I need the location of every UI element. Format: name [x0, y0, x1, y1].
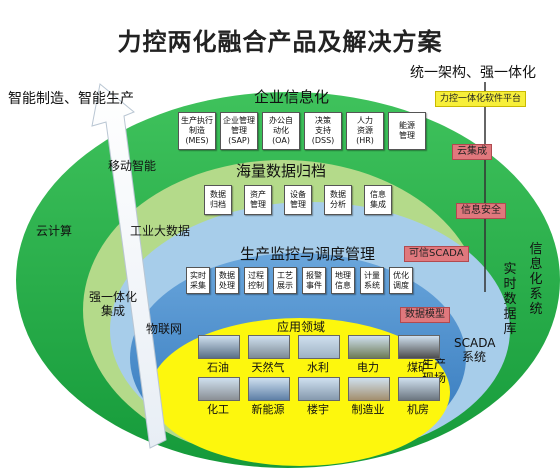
integration-label: 强一体化集成 — [88, 290, 137, 318]
platform-tag: 力控一体化软件平台 — [435, 91, 527, 107]
info-system-label: 信息化系统 — [529, 242, 543, 317]
application-label-4: 煤矿 — [407, 361, 429, 374]
monitor-box-4: 报警 事件 — [302, 267, 326, 294]
up-arrow-icon — [91, 83, 167, 449]
data-box-0: 数据 归档 — [204, 185, 232, 215]
enterprise-box-2: 办公自 动化 (OA) — [262, 112, 300, 150]
monitor-box-1: 数据 处理 — [215, 267, 239, 294]
monitor-layer-header: 生产监控与调度管理 — [240, 245, 376, 263]
iot-label: 物联网 — [146, 322, 183, 336]
application-label-1: 天然气 — [251, 361, 285, 374]
scada-label: SCADA系统 — [454, 336, 496, 364]
application-photo-5 — [198, 377, 240, 401]
application-photo-8 — [348, 377, 390, 401]
monitor-box-0: 实时 采集 — [186, 267, 210, 294]
data-box-1: 资产 管理 — [244, 185, 272, 215]
application-photo-2 — [298, 335, 340, 359]
application-label-6: 新能源 — [251, 403, 285, 416]
monitor-box-5: 地理 信息 — [331, 267, 355, 294]
slogan: 统一架构、强一体化 — [410, 65, 536, 81]
application-label-9: 机房 — [407, 403, 429, 416]
application-label-0: 石油 — [207, 361, 229, 374]
tag-data-model: 数据模型 — [400, 307, 450, 323]
tag-info-security: 信息安全 — [456, 203, 506, 219]
data-box-3: 数据 分析 — [324, 185, 352, 215]
data-layer-header: 海量数据归档 — [236, 162, 327, 180]
cloud-label: 云计算 — [36, 224, 73, 238]
application-photo-1 — [248, 335, 290, 359]
tag-trusted-scada: 可信SCADA — [404, 246, 469, 262]
application-photo-7 — [298, 377, 340, 401]
page-title: 力控两化融合产品及解决方案 — [117, 28, 443, 56]
application-photo-4 — [398, 335, 440, 359]
application-label-5: 化工 — [207, 403, 229, 416]
enterprise-box-1: 企业管理 管理 (SAP) — [220, 112, 258, 150]
application-photo-9 — [398, 377, 440, 401]
enterprise-box-0: 生产执行 制造 (MES) — [178, 112, 216, 150]
monitor-box-2: 过程 控制 — [244, 267, 268, 294]
monitor-box-3: 工艺 展示 — [273, 267, 297, 294]
application-label-7: 楼宇 — [307, 403, 329, 416]
enterprise-box-4: 人力 资源 (HR) — [346, 112, 384, 150]
tag-cloud-integration: 云集成 — [452, 144, 492, 160]
enterprise-box-3: 决策 支持 (DSS) — [304, 112, 342, 150]
enterprise-box-5: 能源 管理 — [388, 112, 426, 150]
application-label-3: 电力 — [357, 361, 379, 374]
data-box-2: 设备 管理 — [284, 185, 312, 215]
realtime-db-label: 实时数据库 — [503, 262, 517, 337]
application-photo-6 — [248, 377, 290, 401]
application-label-2: 水利 — [307, 361, 329, 374]
data-box-4: 信息 集成 — [364, 185, 392, 215]
mobile-label: 移动智能 — [108, 159, 157, 173]
application-photo-0 — [198, 335, 240, 359]
application-photo-3 — [348, 335, 390, 359]
monitor-box-7: 优化 调度 — [389, 267, 413, 294]
bigdata-label: 工业大数据 — [130, 224, 191, 238]
monitor-box-6: 计量 系统 — [360, 267, 384, 294]
enterprise-header: 企业信息化 — [254, 88, 330, 106]
arrow-label: 智能制造、智能生产 — [8, 91, 134, 107]
application-label-8: 制造业 — [351, 403, 385, 416]
application-header: 应用领域 — [277, 320, 326, 334]
